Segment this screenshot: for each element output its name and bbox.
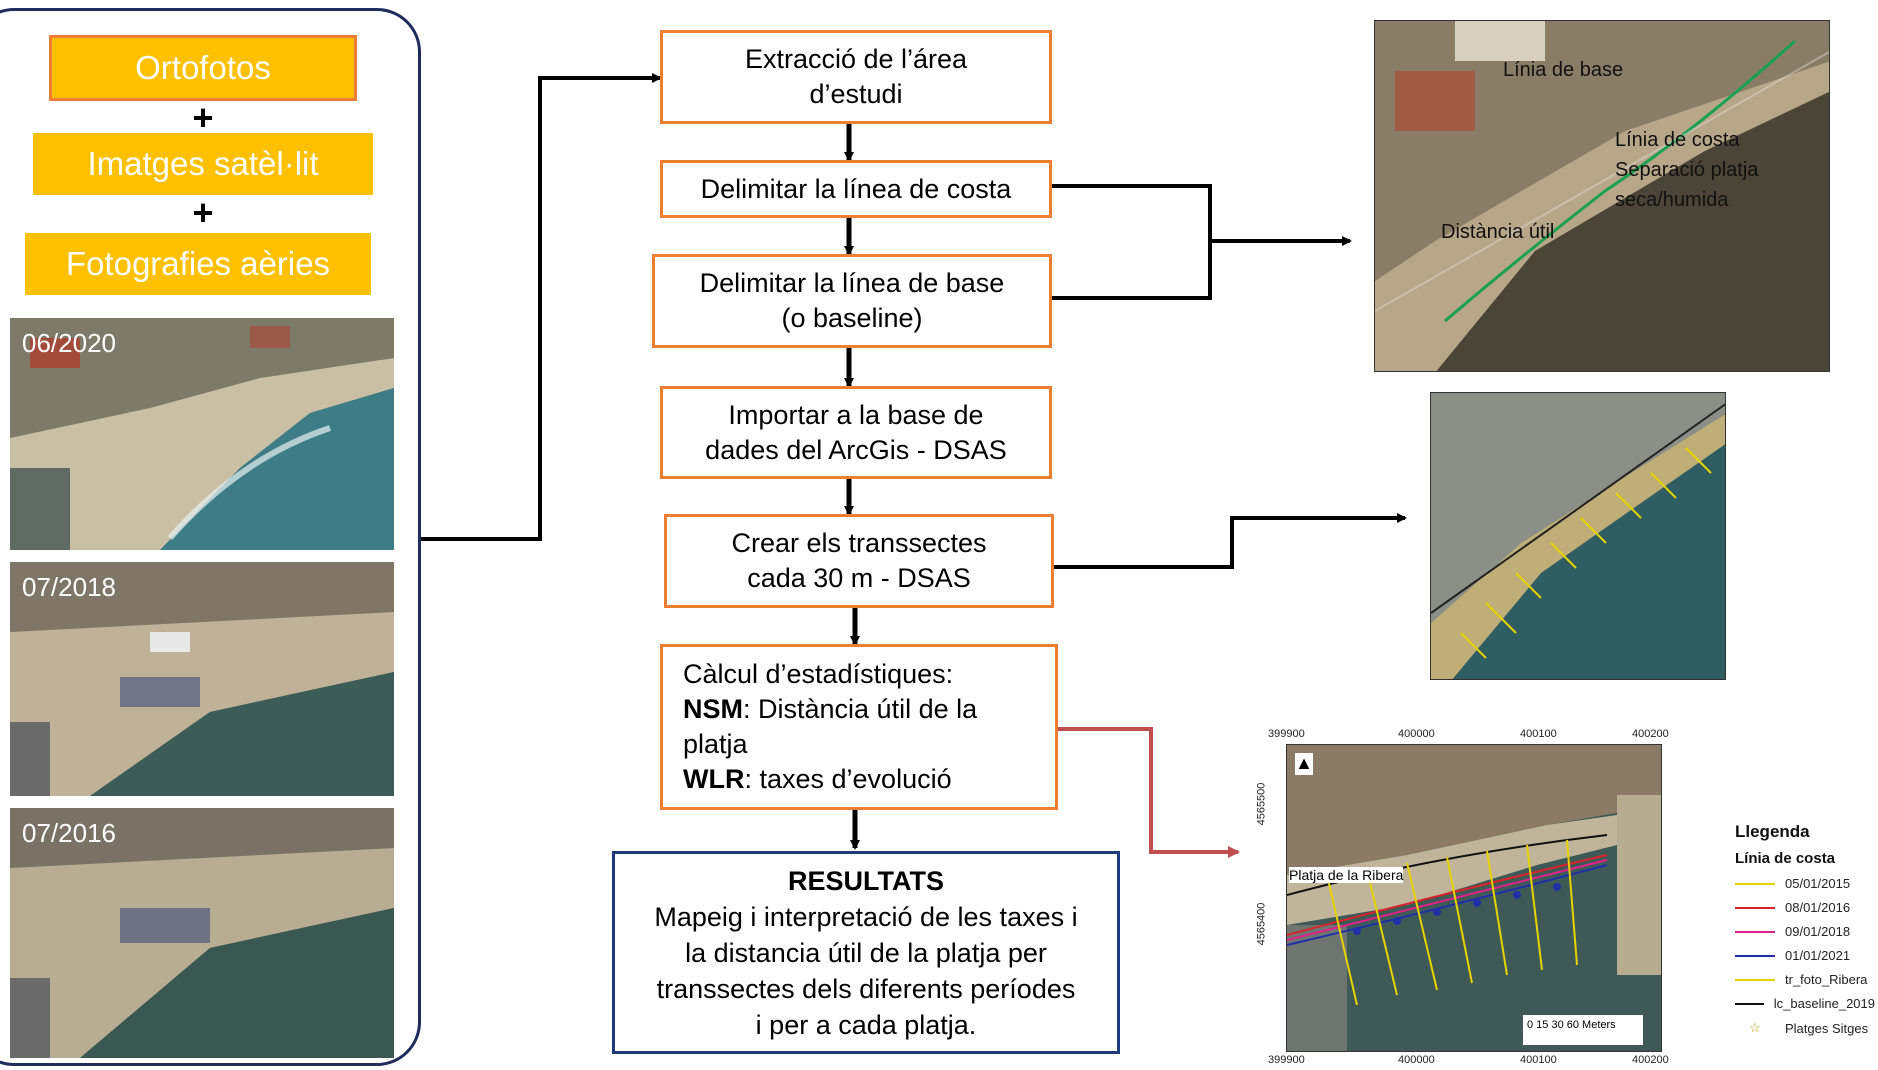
legend-line-swatch — [1735, 906, 1775, 909]
map-ytick-left-1: 4565500 — [1255, 782, 1268, 826]
label-baseline: Línia de base — [1503, 59, 1624, 81]
results-box: RESULTATS Mapeig i interpretació de les … — [612, 851, 1120, 1054]
step5-line1: Crear els transsectes — [731, 528, 987, 558]
results-title: RESULTATS — [788, 865, 944, 896]
legend-line-swatch — [1735, 930, 1775, 933]
step4-line2: dades del ArcGis - DSAS — [705, 434, 1007, 465]
annotated-coastline-image: Línia de base Línia de costa Separació p… — [1374, 20, 1830, 372]
legend-line-swatch — [1735, 954, 1775, 957]
map-place-label: Platja de la Ribera — [1289, 867, 1404, 883]
nsm-key: NSM — [683, 694, 743, 724]
step1-line2: d’estudi — [809, 79, 903, 109]
legend-item: 08/01/2016 — [1735, 900, 1875, 915]
legend-item: 01/01/2021 — [1735, 948, 1875, 963]
results-line4: i per a cada platja. — [755, 1009, 977, 1040]
results-map: 399900 400000 400100 400200 — [1255, 728, 1670, 1070]
map-legend: Llegenda Línia de costa 05/01/2015 08/01/… — [1735, 822, 1875, 1036]
map-xtick-top-3: 400100 — [1520, 728, 1557, 740]
legend-item: lc_baseline_2019 — [1735, 996, 1875, 1011]
results-line3: transsectes dels diferents períodes — [656, 973, 1076, 1004]
north-arrow-icon: ▲ — [1295, 753, 1313, 775]
legend-item-label: 09/01/2018 — [1785, 924, 1851, 939]
legend-item: 09/01/2018 — [1735, 924, 1875, 939]
step-delimit-coastline: Delimitar la línea de costa — [660, 160, 1052, 218]
map-xtick-bottom-2: 400000 — [1398, 1054, 1435, 1066]
label-useful-distance: Distància útil — [1441, 221, 1555, 243]
connector-sources-to-extraction — [421, 73, 662, 541]
map-ytick-left-2: 4565400 — [1255, 902, 1268, 946]
legend-line-swatch — [1735, 882, 1775, 885]
legend-item-label: tr_foto_Ribera — [1785, 972, 1868, 987]
photo-date-2018: 07/2018 — [22, 572, 116, 602]
connector-lines-to-image — [1050, 184, 1350, 300]
ortofotos-box: Ortofotos — [49, 35, 357, 101]
aerial-photo-2020: 06/2020 — [10, 318, 394, 550]
step3-line1: Delimitar la línea de base — [699, 268, 1005, 298]
map-xtick-top-2: 400000 — [1398, 728, 1435, 740]
map-frame: Platja de la Ribera 0 15 30 60 Meters ▲ — [1286, 744, 1662, 1052]
results-line1: Mapeig i interpretació de les taxes i — [654, 901, 1078, 932]
map-xtick-bottom-1: 399900 — [1268, 1054, 1305, 1066]
step-create-transects: Crear els transsectes cada 30 m - DSAS — [664, 514, 1054, 608]
legend-item: 05/01/2015 — [1735, 876, 1875, 891]
connector-stats-to-map — [1058, 727, 1240, 858]
plus-sign-2: + — [192, 192, 214, 233]
map-scale-bar: 0 15 30 60 Meters — [1527, 1019, 1616, 1031]
legend-items: 05/01/2015 08/01/2016 09/01/2018 01/01/2021… — [1735, 876, 1875, 1036]
photo-date-2016: 07/2016 — [22, 818, 116, 848]
nsm-value-cont: platja — [683, 729, 748, 759]
transects-image — [1430, 392, 1726, 680]
legend-line-swatch — [1735, 1002, 1764, 1005]
map-xtick-top-4: 400200 — [1632, 728, 1669, 740]
wlr-value: : taxes d’evolució — [744, 764, 952, 794]
photo-date-2020: 06/2020 — [22, 328, 116, 358]
step1-line1: Extracció de l’área — [744, 44, 968, 74]
satellite-images-box: Imatges satèl·lit — [33, 133, 373, 195]
nsm-value: : Distància útil de la — [743, 694, 978, 724]
aerial-photos-box: Fotografies aèries — [25, 233, 371, 295]
legend-item: ☆ Platges Sitges — [1735, 1020, 1875, 1036]
map-xtick-top-1: 399900 — [1268, 728, 1305, 740]
legend-item-label: Platges Sitges — [1785, 1020, 1869, 1036]
connector-transects-to-image — [1054, 513, 1407, 569]
step-import-arcgis: Importar a la base de dades del ArcGis -… — [660, 386, 1052, 479]
step-extract-study-area: Extracció de l’área d’estudi — [660, 30, 1052, 124]
step-statistics: Càlcul d’estadístiques: NSM: Distància ú… — [660, 644, 1058, 810]
label-separation-2: seca/humida — [1615, 189, 1729, 211]
stats-title: Càlcul d’estadístiques: — [683, 659, 954, 689]
step5-line2: cada 30 m - DSAS — [747, 563, 971, 593]
step3-line2: (o baseline) — [781, 303, 923, 333]
aerial-photo-2018: 07/2018 — [10, 562, 394, 796]
label-coastline: Línia de costa — [1615, 129, 1740, 151]
legend-item-label: lc_baseline_2019 — [1773, 996, 1875, 1011]
step2-line1: Delimitar la línea de costa — [700, 173, 1012, 204]
aerial-photo-2016: 07/2016 — [10, 808, 394, 1058]
satellite-images-label: Imatges satèl·lit — [87, 145, 319, 182]
legend-subtitle: Línia de costa — [1735, 850, 1836, 867]
step4-line1: Importar a la base de — [728, 399, 984, 430]
legend-item-label: 05/01/2015 — [1785, 876, 1851, 891]
map-xtick-bottom-4: 400200 — [1632, 1054, 1669, 1066]
data-sources-panel — [0, 8, 421, 1066]
stats-wlr: WLR: taxes d’evolució — [683, 762, 952, 797]
legend-line-swatch — [1735, 978, 1775, 981]
plus-sign-1: + — [192, 97, 214, 138]
stats-nsm: NSM: Distància útil de la — [683, 692, 977, 727]
ortofotos-label: Ortofotos — [135, 49, 271, 86]
legend-item: tr_foto_Ribera — [1735, 972, 1875, 987]
results-line2: la distancia útil de la platja per — [685, 937, 1047, 968]
star-icon: ☆ — [1749, 1020, 1761, 1035]
legend-item-label: 01/01/2021 — [1785, 948, 1851, 963]
map-xtick-bottom-3: 400100 — [1520, 1054, 1557, 1066]
legend-item-label: 08/01/2016 — [1785, 900, 1851, 915]
step-delimit-baseline: Delimitar la línea de base (o baseline) — [652, 254, 1052, 348]
wlr-key: WLR — [683, 764, 745, 794]
aerial-photos-label: Fotografies aèries — [65, 245, 331, 282]
legend-title: Llegenda — [1735, 822, 1810, 841]
label-separation-1: Separació platja — [1615, 159, 1759, 181]
